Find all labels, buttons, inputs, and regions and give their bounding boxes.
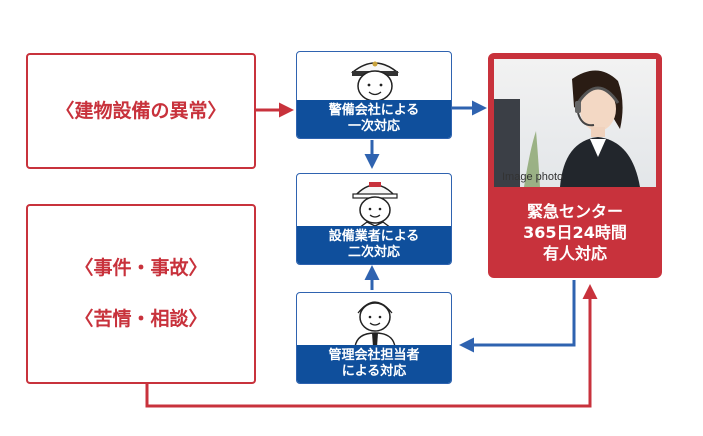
worker-helmet-icon: [352, 182, 398, 228]
manager-line1: 管理会社担当者: [328, 347, 420, 363]
equipment-line2: 二次対応: [347, 245, 400, 260]
manager-response-card: 管理会社担当者 による対応: [296, 292, 452, 384]
trigger-complaint-label: 〈苦情・相談〉: [74, 308, 208, 330]
center-line1: 緊急センター: [526, 202, 623, 222]
security-response-card: 警備会社による 一次対応: [296, 51, 452, 139]
manager-response-band: 管理会社担当者 による対応: [297, 345, 451, 383]
emergency-center-caption: 緊急センター 365日24時間 有人対応: [490, 191, 660, 276]
equipment-response-band: 設備業者による 二次対応: [297, 226, 451, 264]
manager-line2: による対応: [341, 364, 407, 379]
security-guard-icon: [350, 61, 400, 100]
equipment-response-card: 設備業者による 二次対応: [296, 173, 452, 265]
trigger-building-box: 〈建物設備の異常〉: [26, 53, 256, 169]
equipment-line1: 設備業者による: [328, 228, 420, 244]
operator-illustration: [494, 70, 640, 187]
operator-headset-photo: Image photo: [494, 59, 656, 187]
arrow-incident-to-center: [145, 284, 598, 408]
security-line2: 一次対応: [347, 119, 400, 134]
security-line1: 警備会社による: [328, 102, 420, 118]
emergency-center-card: Image photo 緊急センター 365日24時間 有人対応: [488, 53, 662, 278]
manager-person-icon: [354, 301, 396, 347]
photo-watermark: Image photo: [502, 171, 564, 183]
arrow-center-to-manager: [459, 280, 576, 353]
security-response-band: 警備会社による 一次対応: [297, 100, 451, 138]
trigger-incident-label: 〈事件・事故〉: [74, 257, 208, 280]
center-line3: 有人対応: [542, 243, 607, 263]
trigger-building-label: 〈建物設備の異常〉: [55, 99, 227, 122]
center-line2: 365日24時間: [523, 223, 627, 243]
trigger-incident-box: 〈事件・事故〉 〈苦情・相談〉: [26, 204, 256, 384]
